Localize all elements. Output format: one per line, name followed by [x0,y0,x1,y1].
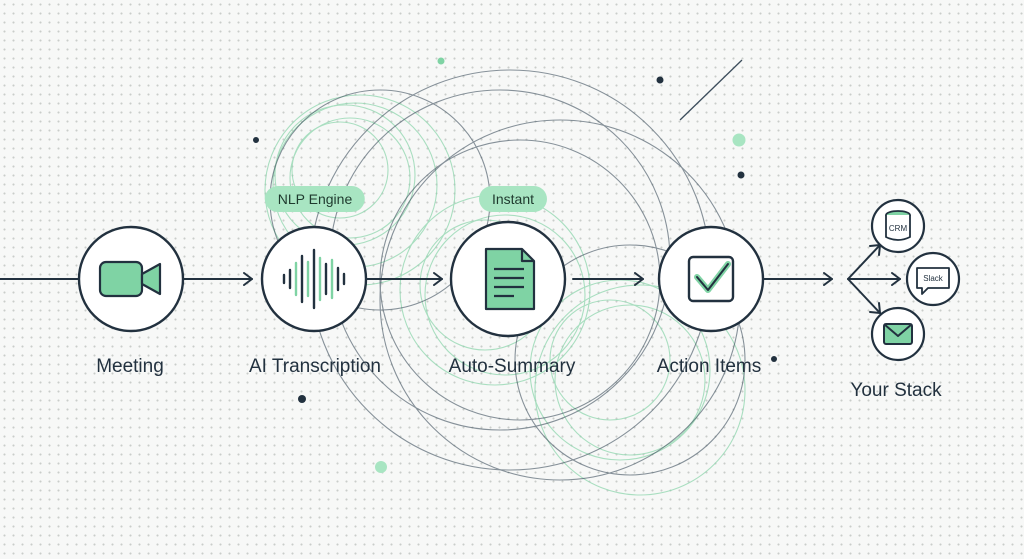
decorative-line [679,59,743,121]
envelope-icon [883,323,913,345]
step-node-summary [449,220,567,338]
stack-target-email [870,306,926,362]
step-node-transcription [260,225,368,333]
document-icon [484,247,536,311]
nlp-engine-badge: NLP Engine [264,186,366,212]
stack-target-crm: CRM [870,198,926,254]
instant-badge: Instant [478,186,548,212]
crm-database-icon [885,210,911,241]
step-label-action-items: Action Items [656,356,762,377]
step-label-transcription: AI Transcription [249,356,381,377]
step-node-meeting [77,225,185,333]
decorative-dots [253,57,777,473]
video-camera-icon [98,260,162,298]
crm-text: CRM [889,224,908,233]
checkbox-icon [687,255,735,303]
step-label-meeting: Meeting [96,356,164,377]
connectors [0,244,901,314]
stack-target-slack: Slack [905,251,961,307]
slack-text: Slack [923,274,944,283]
waveform-icon [282,248,346,310]
step-label-summary: Auto-Summary [448,356,576,377]
stack-label: Your Stack [850,380,942,401]
step-node-action-items [657,225,765,333]
slack-chat-icon [916,267,950,295]
